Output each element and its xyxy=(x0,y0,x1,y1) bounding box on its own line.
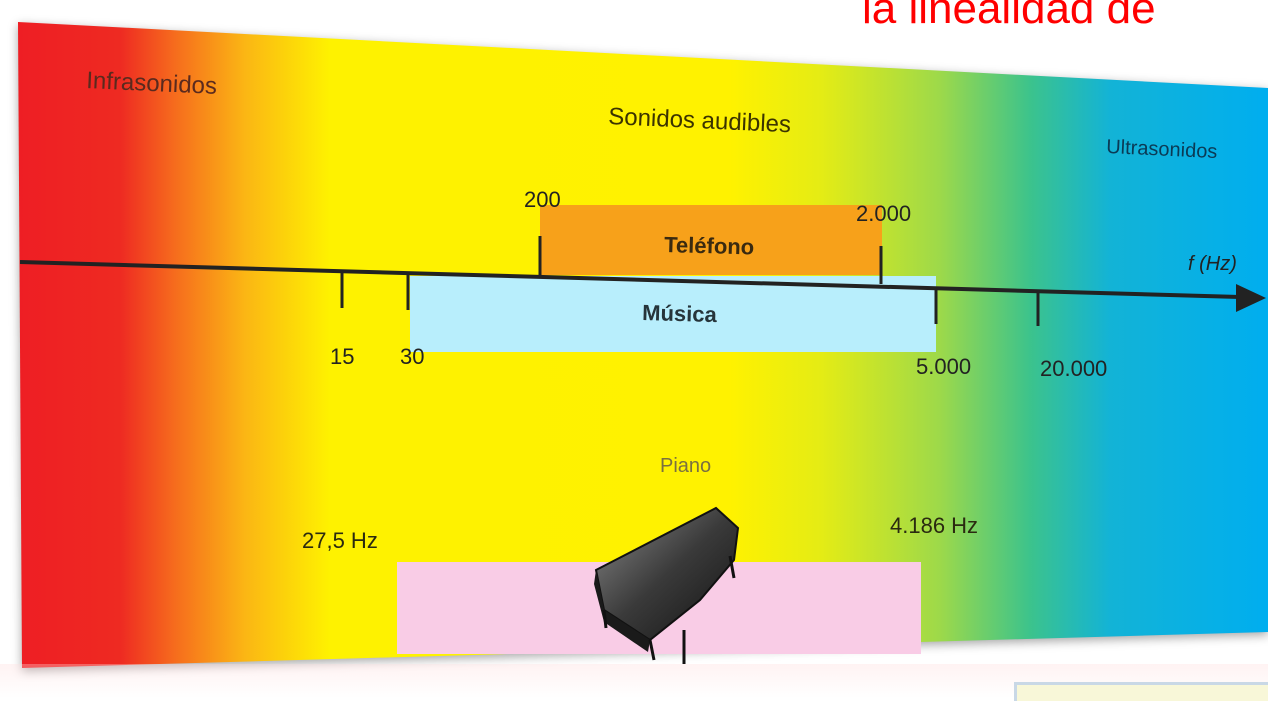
band-from-label-piano: 27,5 Hz xyxy=(302,528,378,553)
grand-piano-icon xyxy=(594,506,740,664)
bands-layer xyxy=(397,205,936,654)
band-label-piano: Piano xyxy=(660,455,711,477)
band-telefono xyxy=(540,205,882,275)
tick-label: 15 xyxy=(330,344,354,369)
band-musica xyxy=(410,276,936,352)
slide-title: la linealidad de xyxy=(862,0,1156,33)
band-from-label-telefono: 200 xyxy=(524,187,561,212)
tick-label: 5.000 xyxy=(916,354,971,379)
axis-label: f (Hz) xyxy=(1188,253,1237,275)
region-label-ultrasound: Ultrasonidos xyxy=(1106,136,1218,163)
region-label-audible: Sonidos audibles xyxy=(608,103,792,138)
corner-box xyxy=(1014,682,1268,701)
band-to-label-piano: 4.186 Hz xyxy=(890,513,978,538)
axis-arrowhead xyxy=(1236,284,1266,312)
band-label-telefono: Teléfono xyxy=(664,232,755,260)
tick-label: 20.000 xyxy=(1040,356,1107,381)
region-label-infrasound: Infrasonidos xyxy=(86,67,218,100)
ticks-layer: 15 30 5.000 20.000 xyxy=(330,236,1107,381)
band-label-musica: Música xyxy=(642,300,718,327)
tick-label: 30 xyxy=(400,344,424,369)
band-to-label-telefono: 2.000 xyxy=(856,201,911,226)
